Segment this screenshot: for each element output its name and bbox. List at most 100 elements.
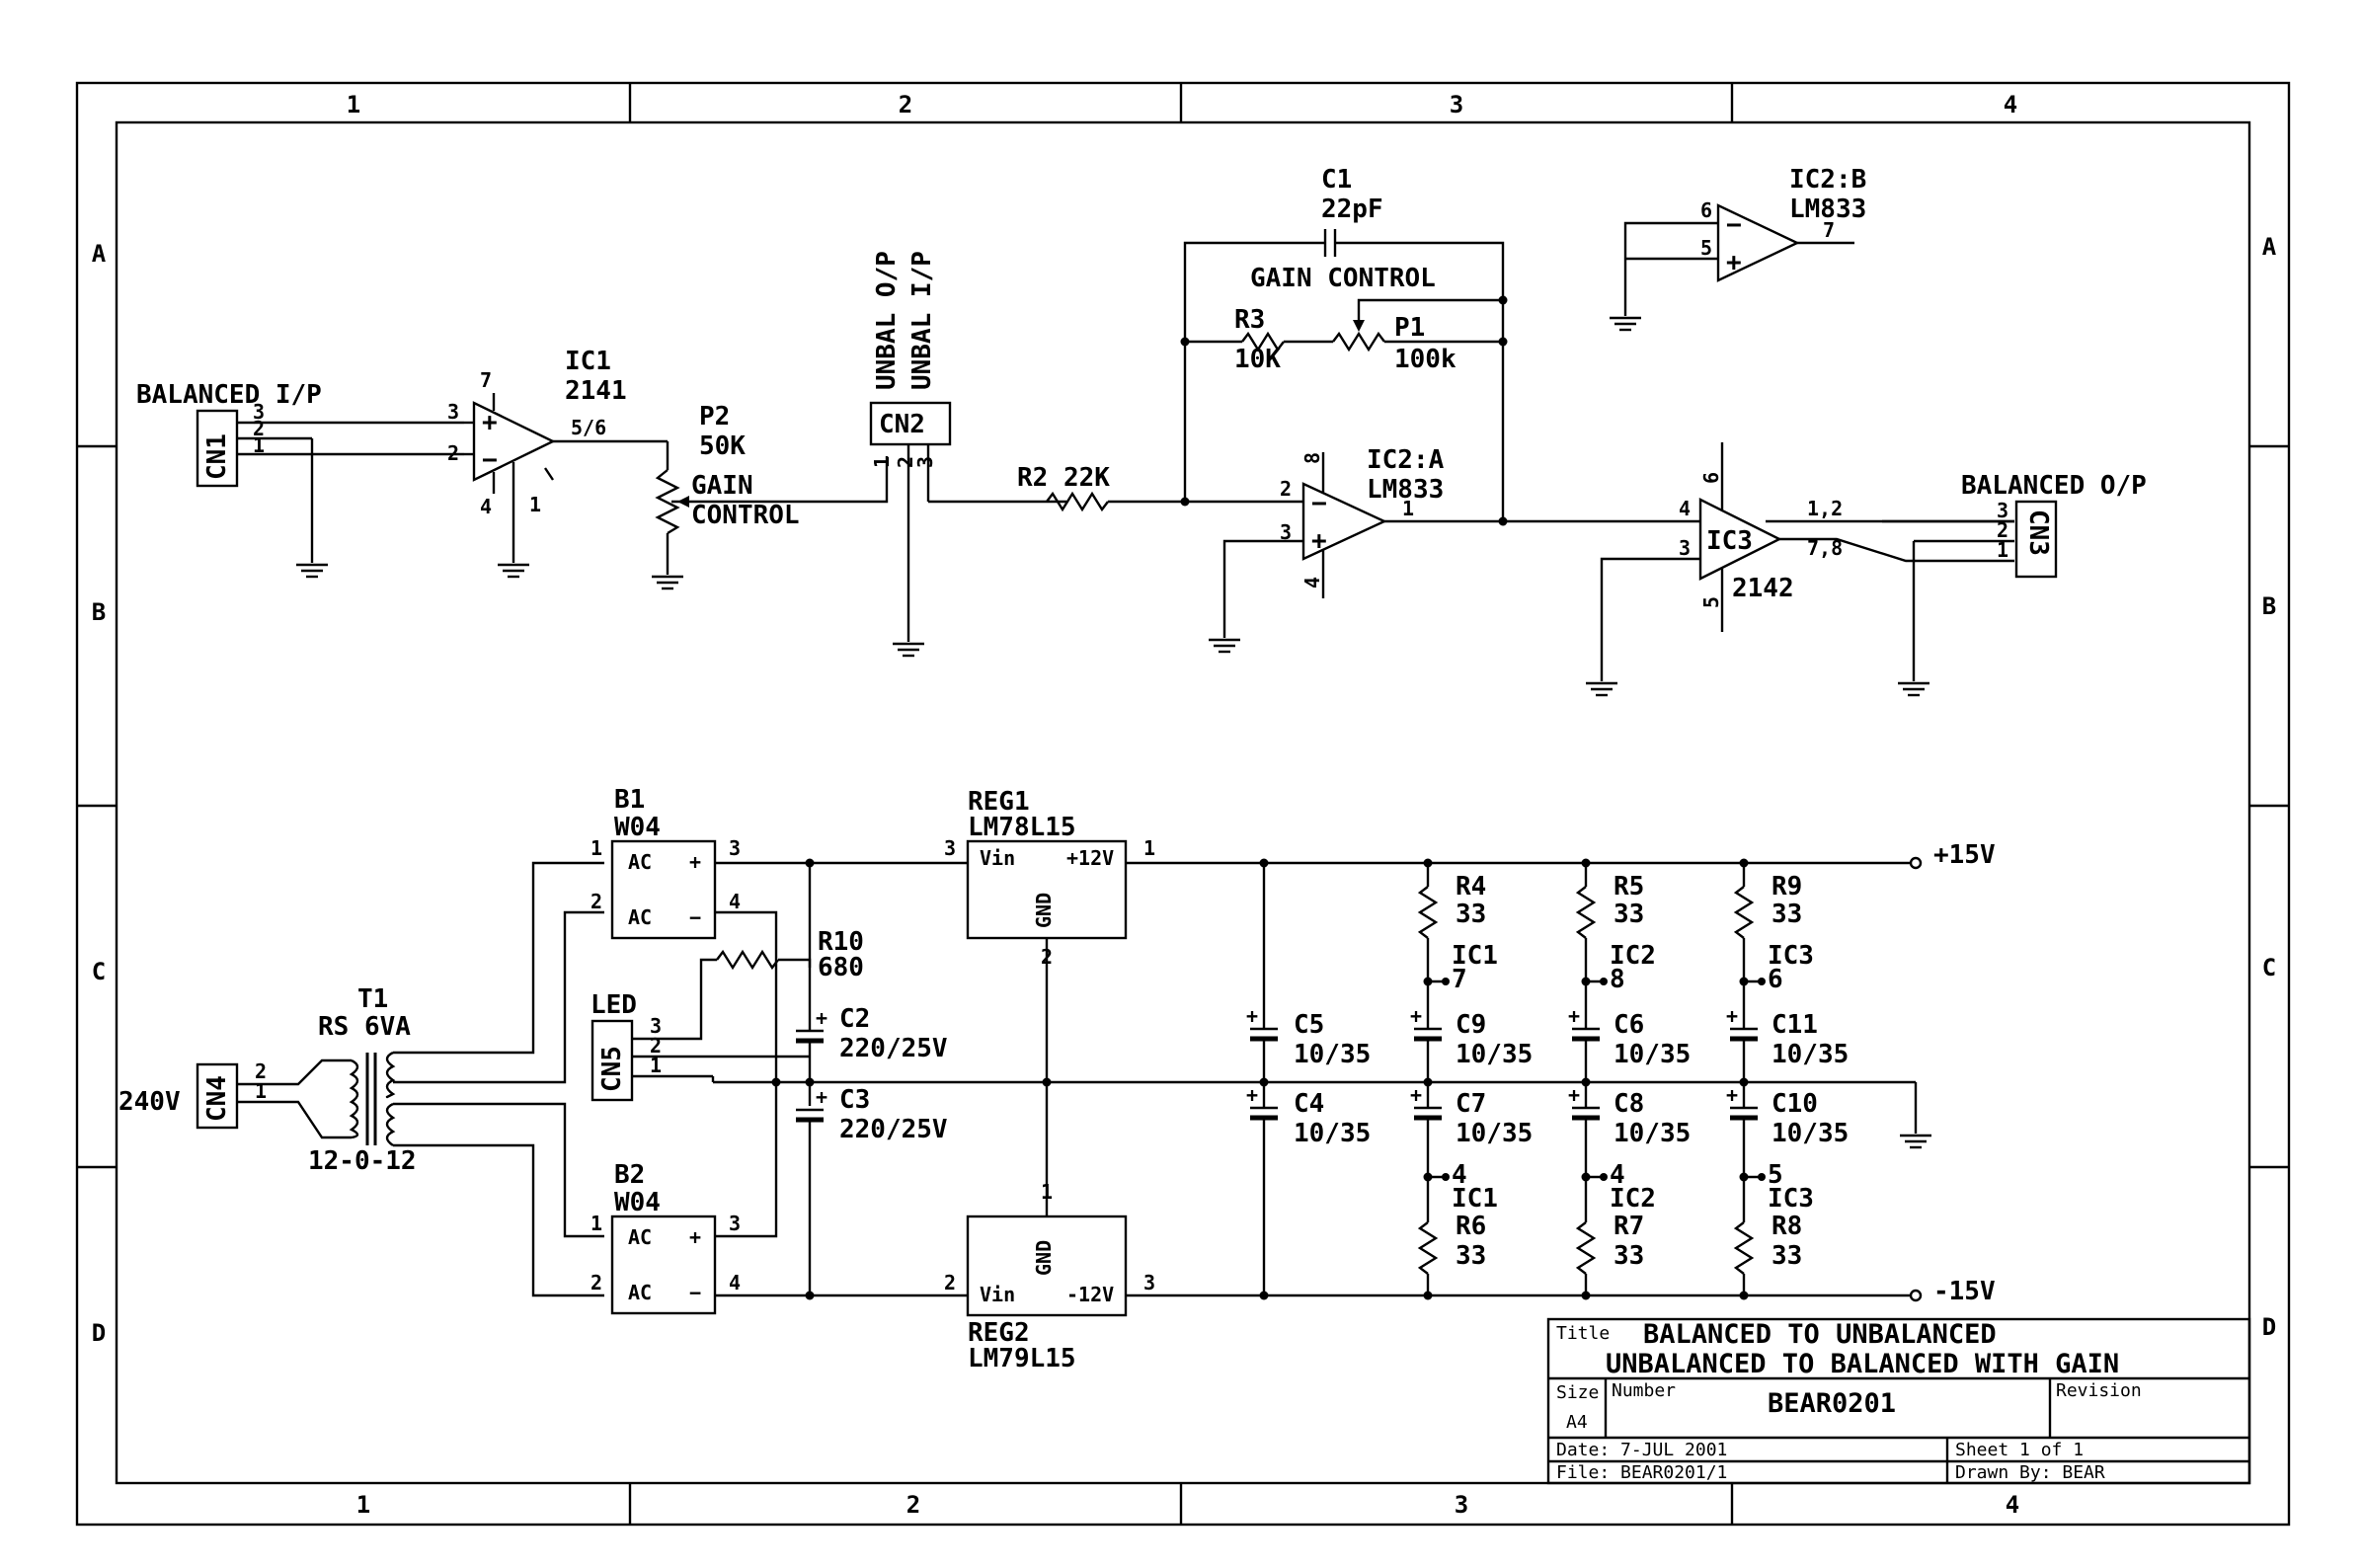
p2-ref: P2 <box>699 402 730 431</box>
rail-c-top-value-ic2: 10/35 <box>1614 1040 1691 1069</box>
resistor-r2: R2 22K <box>1017 463 1280 512</box>
gain-control-label-2: CONTROL <box>691 501 800 530</box>
supply-outputs: +15V -15V <box>1909 840 1996 1306</box>
svg-text:1: 1 <box>529 493 541 516</box>
svg-text:5: 5 <box>1700 236 1712 260</box>
rail-pin-top-ic3: 6 <box>1768 965 1783 994</box>
feedback-gain-label: GAIN CONTROL <box>1250 264 1436 293</box>
col-label-top-4: 4 <box>2004 91 2017 118</box>
c4-ref: C4 <box>1294 1089 1324 1119</box>
drawn-by-text: Drawn By: BEAR <box>1955 1462 2105 1483</box>
r2-label: R2 22K <box>1017 463 1110 493</box>
svg-text:5: 5 <box>1699 596 1723 608</box>
rail-r-top-value-ic1: 33 <box>1456 900 1486 929</box>
svg-text:7: 7 <box>1823 218 1835 242</box>
ic3-ref: IC3 <box>1706 526 1753 556</box>
revision-label: Revision <box>2056 1380 2142 1401</box>
title-line1: BALANCED TO UNBALANCED <box>1643 1319 1997 1350</box>
c4-value: 10/35 <box>1294 1119 1371 1148</box>
svg-text:1: 1 <box>870 456 894 468</box>
svg-text:2: 2 <box>1280 477 1292 501</box>
row-label-right-c: C <box>2262 954 2276 981</box>
svg-text:6: 6 <box>1700 198 1712 222</box>
svg-text:+: + <box>1311 526 1327 556</box>
svg-text:2: 2 <box>255 1059 267 1083</box>
unbal-ip-label: UNBAL I/P <box>907 251 937 390</box>
b1-ref: B1 <box>614 785 645 815</box>
reg2-value: LM79L15 <box>968 1344 1076 1373</box>
rail-pin-top-ic2: 8 <box>1610 965 1625 994</box>
r10-value: 680 <box>818 953 864 982</box>
rail-r-top-ic1: R4 <box>1456 872 1486 902</box>
date-text: Date: 7-JUL 2001 <box>1556 1440 1727 1460</box>
rail-pin-bot-ic3: 5 <box>1768 1160 1783 1190</box>
bridge-b1: B1 W04 AC AC + − 1 2 3 4 <box>590 785 968 1082</box>
rail-c-top-ic2: C6 <box>1614 1010 1644 1040</box>
row-label-left-c: C <box>92 958 106 985</box>
svg-text:2: 2 <box>944 1271 956 1294</box>
col-label-bottom-2: 2 <box>906 1491 920 1519</box>
ic2a-ref: IC2:A <box>1367 445 1445 475</box>
rail-ic-bot-ic1: IC1 <box>1452 1184 1498 1214</box>
rail-ic-top-ic2: IC2 <box>1610 941 1656 971</box>
file-text: File: BEAR0201/1 <box>1556 1462 1727 1483</box>
rail-c-bot-value-ic3: 10/35 <box>1772 1119 1849 1148</box>
reg2-vin: Vin <box>980 1283 1015 1306</box>
svg-text:3: 3 <box>1679 536 1691 560</box>
svg-text:1: 1 <box>255 1079 267 1103</box>
svg-text:2: 2 <box>590 890 602 913</box>
reg1-vout: +12V <box>1066 846 1114 870</box>
t1-value: RS 6VA <box>318 1012 411 1042</box>
svg-text:2: 2 <box>1997 518 2008 542</box>
svg-text:1: 1 <box>1143 836 1155 860</box>
rail-c-bot-value-ic2: 10/35 <box>1614 1119 1691 1148</box>
ic2b-ref: IC2:B <box>1789 165 1866 195</box>
ic1-out-pin: 5/6 <box>571 416 606 439</box>
ic2a-value: LM833 <box>1367 475 1444 505</box>
svg-text:+: + <box>1410 1004 1422 1028</box>
rail-pin-bot-ic1: 4 <box>1452 1160 1467 1190</box>
bridge-b2: B2 W04 AC AC + − 1 2 3 4 <box>590 1082 968 1315</box>
ic-supply-branches: ++R433IC17C910/35C710/354IC1R633++R533IC… <box>1410 858 1849 1300</box>
rail-c-bot-value-ic1: 10/35 <box>1456 1119 1533 1148</box>
number-label: Number <box>1612 1380 1676 1401</box>
ic3-out1-pins: 1,2 <box>1807 497 1843 520</box>
size-label: Size <box>1556 1382 1599 1403</box>
rail-r-bot-ic3: R8 <box>1772 1212 1802 1241</box>
svg-text:3: 3 <box>253 400 265 424</box>
c3-value: 220/25V <box>839 1115 948 1144</box>
row-label-right-b: B <box>2262 592 2276 620</box>
t1-taps: 12-0-12 <box>308 1146 417 1176</box>
opamp-ic1: + − 3 2 7 4 1 5/6 IC1 2141 <box>447 347 668 579</box>
potentiometer-p2: P2 50K GAIN CONTROL <box>650 402 889 590</box>
title-label: Title <box>1556 1323 1610 1344</box>
row-label-left-a: A <box>92 240 107 268</box>
cn3-label: CN3 <box>2023 510 2053 556</box>
reg2-ref: REG2 <box>968 1318 1030 1348</box>
ic1-value: 2141 <box>565 376 627 406</box>
number-value: BEAR0201 <box>1768 1388 1896 1419</box>
svg-text:2: 2 <box>253 417 265 440</box>
reg2-vout: -12V <box>1066 1283 1114 1306</box>
balanced-input-label: BALANCED I/P <box>136 380 322 410</box>
cn5-label: CN5 <box>597 1046 627 1092</box>
svg-text:1: 1 <box>253 433 265 457</box>
unbal-op-label: UNBAL O/P <box>872 251 902 390</box>
r10-ref: R10 <box>818 927 864 957</box>
ic1-ref: IC1 <box>565 347 611 376</box>
rail-c-bot-ic3: C10 <box>1772 1089 1818 1119</box>
rail-c-bot-ic2: C8 <box>1614 1089 1644 1119</box>
feedback-network: C1 22pF GAIN CONTROL R3 10K P1 100k <box>1180 165 1508 526</box>
svg-text:3: 3 <box>650 1014 662 1038</box>
grid-labels: 1 2 3 4 1 2 3 4 A B C D A B C D <box>92 91 2277 1519</box>
col-label-bottom-3: 3 <box>1455 1491 1468 1519</box>
rail-c-bot-ic1: C7 <box>1456 1089 1486 1119</box>
row-label-right-a: A <box>2262 233 2277 261</box>
rail-r-bot-ic2: R7 <box>1614 1212 1644 1241</box>
cn2-label: CN2 <box>879 410 925 439</box>
driver-ic3: IC3 6 5 4 3 2142 1,2 7,8 <box>1584 442 2014 697</box>
rail-pin-top-ic1: 7 <box>1452 965 1467 994</box>
size-value: A4 <box>1566 1412 1588 1433</box>
